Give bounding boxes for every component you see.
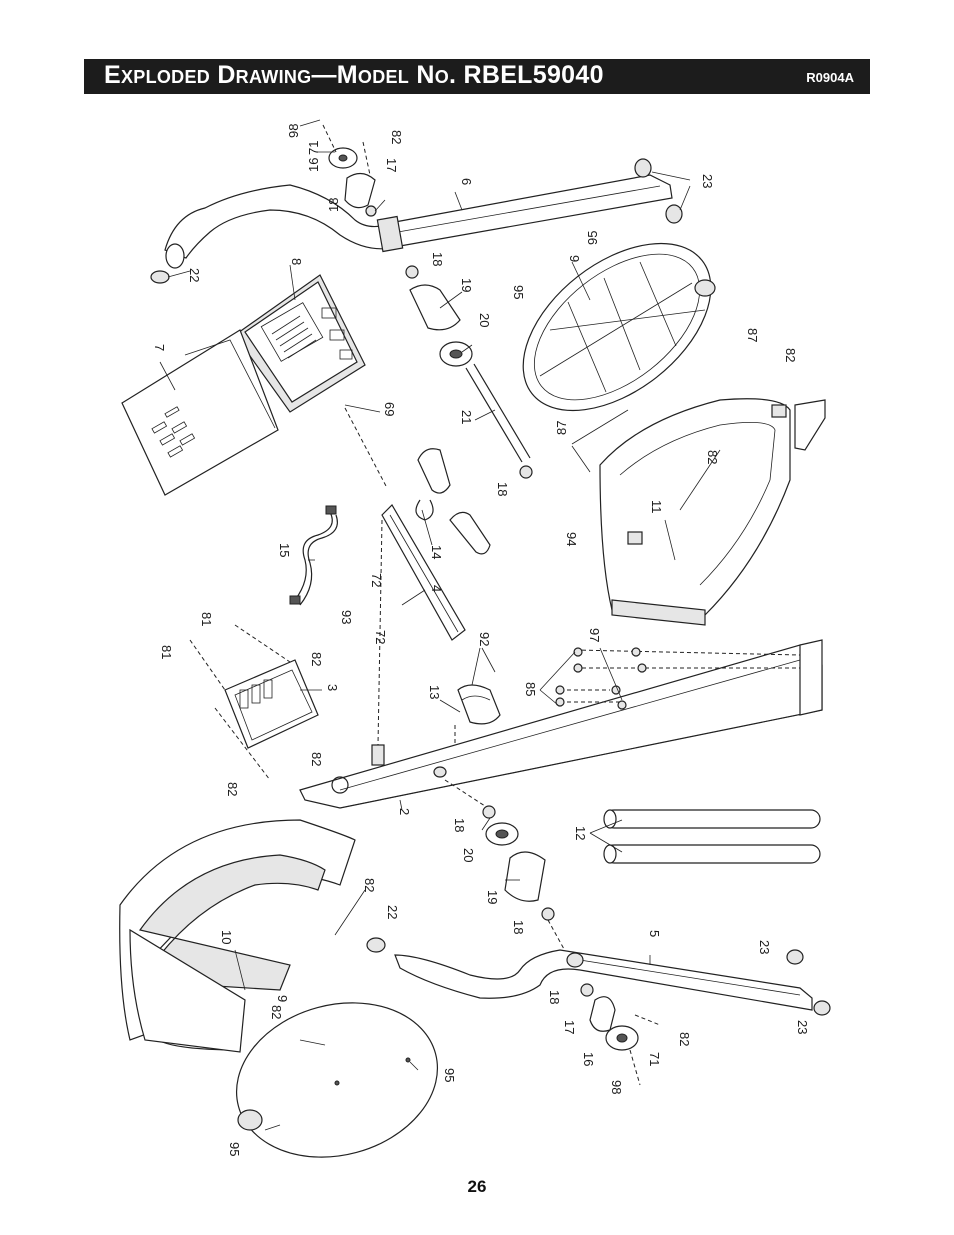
callout-10: 10 [219, 930, 234, 944]
callout-11: 11 [649, 500, 664, 514]
callout-18-lower-c: 18 [547, 990, 562, 1004]
callout-71-upper: 71 [306, 141, 321, 155]
callout-93: 93 [339, 610, 354, 624]
callout-98-lower: 98 [609, 1080, 624, 1094]
callout-4: 4 [429, 585, 444, 592]
console-back-7 [121, 329, 279, 496]
grips-14 [415, 448, 491, 555]
title-bar: Exploded Drawing—Model No. RBEL59040 R09… [84, 59, 870, 94]
drawing-code: R0904A [806, 70, 854, 85]
callout-72-lower: 72 [373, 630, 388, 644]
callout-92: 92 [477, 632, 492, 646]
page-number: 26 [467, 1177, 487, 1196]
callout-19-upper: 19 [459, 278, 474, 292]
callout-21: 21 [459, 410, 474, 424]
callout-14: 14 [429, 545, 444, 559]
callout-8: 8 [289, 258, 304, 265]
callout-95-upper-b: 95 [511, 285, 526, 299]
lower-arm-5 [366, 937, 831, 1016]
callout-82-bracket-b: 82 [309, 752, 324, 766]
callout-18-middle: 18 [495, 482, 510, 496]
callout-81-lower: 81 [159, 645, 174, 659]
callout-95-lower-a: 95 [442, 1068, 457, 1082]
callout-98-upper: 98 [286, 124, 301, 138]
callout-82-middle: 82 [705, 450, 720, 464]
callout-82-upper: 82 [389, 130, 404, 144]
callout-22-upper: 22 [187, 268, 202, 282]
callout-2: 2 [397, 808, 412, 815]
side-panel-9-lower [235, 1002, 439, 1158]
callout-7: 7 [152, 344, 167, 351]
callout-69: 69 [382, 402, 397, 416]
callout-15: 15 [277, 543, 292, 557]
bracket-13 [454, 684, 501, 745]
callout-17-lower: 17 [562, 1020, 577, 1034]
callout-16-lower: 16 [581, 1052, 596, 1066]
callout-23-lower-b: 23 [795, 1020, 810, 1034]
callout-82-upper-c: 82 [783, 348, 798, 362]
tubes-12 [603, 809, 821, 864]
rear-shroud-11 [599, 398, 826, 626]
callout-87-upper: 87 [745, 328, 760, 342]
callout-85: 85 [523, 682, 538, 696]
callout-6: 6 [459, 178, 474, 185]
callout-95-lower-b: 95 [227, 1142, 242, 1156]
callout-95-upper-a: 95 [585, 231, 600, 245]
callout-82-shroud: 82 [362, 878, 377, 892]
callout-17-upper: 17 [384, 158, 399, 172]
callout-72-upper: 72 [369, 573, 384, 587]
end-cap-22a [150, 270, 170, 284]
callout-labels: 98 71 16 82 17 18 6 23 22 8 18 19 20 95 … [152, 124, 810, 1157]
page-title: Exploded Drawing—Model No. RBEL59040 [104, 61, 604, 89]
callout-71-lower: 71 [647, 1052, 662, 1066]
main-frame-2 [299, 639, 823, 809]
callout-5: 5 [647, 930, 662, 937]
callout-82-bracket-c: 82 [225, 782, 240, 796]
upright-4 [377, 504, 466, 746]
front-shroud-10 [119, 819, 356, 1053]
callout-23-upper: 23 [700, 174, 715, 188]
leader-lines [159, 119, 721, 1131]
end-caps-23a [634, 158, 683, 224]
callout-9-lower: 9 [275, 995, 290, 1002]
axle-stack-lower [444, 779, 571, 961]
callout-82-bracket-a: 82 [309, 652, 324, 666]
wire-harness-15 [289, 505, 338, 606]
bolt-leaders-85-97 [555, 647, 801, 710]
callout-20-upper: 20 [477, 313, 492, 327]
callout-18-lower-b: 18 [511, 920, 526, 934]
callout-82-lower-b: 82 [677, 1032, 692, 1046]
bracket-3 [189, 624, 319, 781]
callout-18-lower-a: 18 [452, 818, 467, 832]
pivot-lower [580, 983, 661, 1086]
callout-18-upper-a: 18 [326, 198, 341, 212]
pivot-upper [322, 124, 377, 217]
callout-94: 94 [564, 532, 579, 546]
console-8 [234, 274, 366, 413]
callout-12: 12 [573, 826, 588, 840]
callout-18-upper-b: 18 [430, 252, 445, 266]
callout-22-lower: 22 [385, 905, 400, 919]
callout-16-upper: 16 [306, 158, 321, 172]
callout-13: 13 [427, 685, 442, 699]
callout-19-lower: 19 [485, 890, 500, 904]
callout-3: 3 [325, 684, 340, 691]
callout-81-upper: 81 [199, 612, 214, 626]
upper-arm-6 [164, 174, 673, 269]
side-panel-9-upper [522, 242, 716, 412]
callout-9-upper: 9 [567, 255, 582, 262]
callout-20-lower: 20 [461, 848, 476, 862]
callout-23-lower-a: 23 [757, 940, 772, 954]
leader-69 [344, 407, 387, 487]
callout-82-lower-a: 82 [269, 1005, 284, 1019]
axle-stack-upper [405, 265, 533, 479]
callout-87-middle: 87 [554, 421, 569, 435]
callout-97: 97 [587, 628, 602, 642]
